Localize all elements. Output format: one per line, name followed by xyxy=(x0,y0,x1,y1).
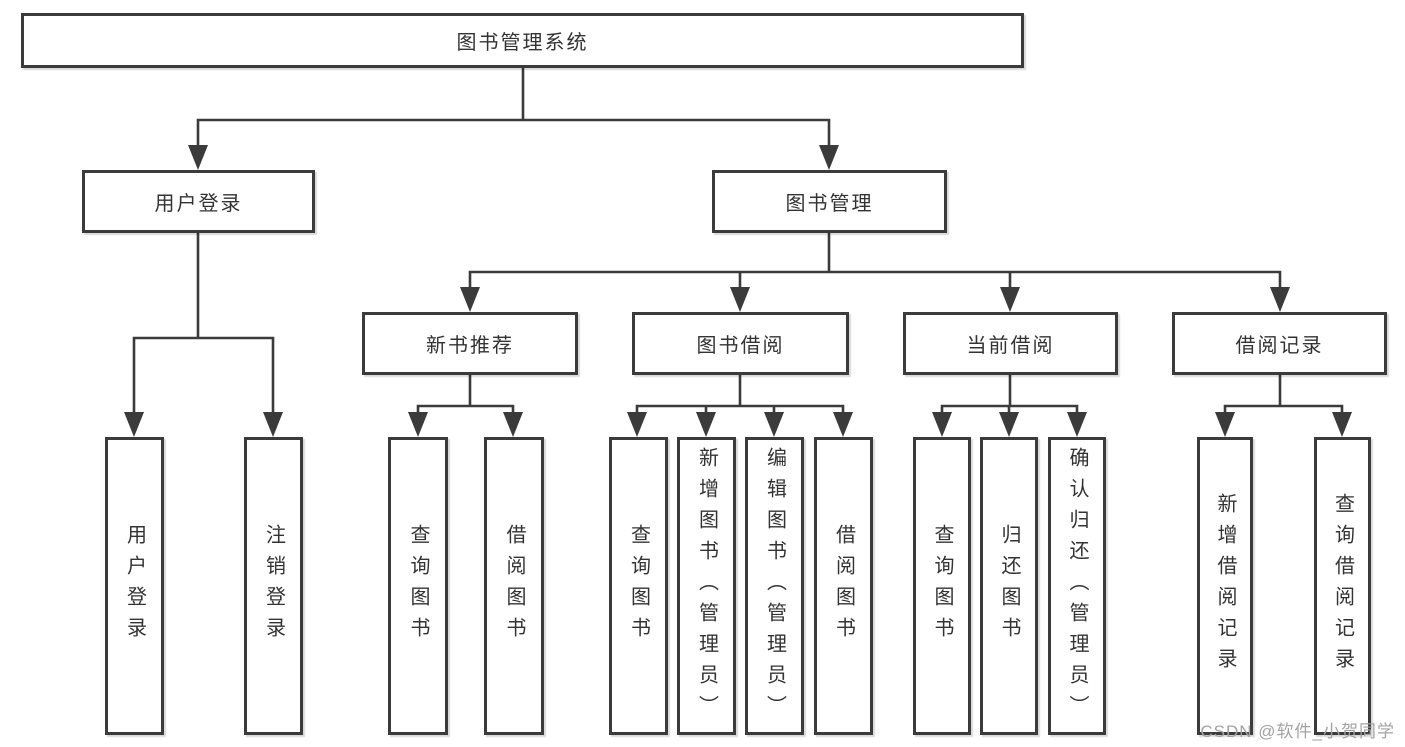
leaf-user-login: 用户登录 xyxy=(105,437,164,735)
connector-book-borrow-children xyxy=(627,375,853,437)
leaf-query-books-2: 查询图书 xyxy=(609,437,668,735)
leaf-query-books-3: 查询图书 xyxy=(913,437,971,735)
leaf-borrow-books-1: 借阅图书 xyxy=(484,437,544,735)
leaf-query-books-1: 查询图书 xyxy=(388,437,448,735)
connector-user-login-children xyxy=(124,233,283,437)
node-current-borrow: 当前借阅 xyxy=(903,312,1118,375)
leaf-confirm-return-admin: 确认归还（管理员） xyxy=(1048,437,1106,735)
leaf-edit-book-admin: 编辑图书（管理员） xyxy=(745,437,804,735)
leaf-add-book-admin: 新增图书（管理员） xyxy=(677,437,736,735)
node-borrow-records: 借阅记录 xyxy=(1172,312,1387,375)
leaf-borrow-books-2: 借阅图书 xyxy=(814,437,873,735)
leaf-return-book: 归还图书 xyxy=(980,437,1038,735)
connector-new-book-children xyxy=(408,375,523,437)
node-book-borrow: 图书借阅 xyxy=(632,312,849,375)
node-user-login: 用户登录 xyxy=(82,170,315,233)
connector-current-borrow-children xyxy=(932,375,1087,437)
connector-book-management-children xyxy=(460,233,1290,312)
connector-root-to-level2 xyxy=(188,68,839,170)
node-library-system: 图书管理系统 xyxy=(21,13,1024,68)
leaf-query-borrow-record: 查询借阅记录 xyxy=(1314,437,1371,735)
leaf-add-borrow-record: 新增借阅记录 xyxy=(1197,437,1253,735)
connector-borrow-records-children xyxy=(1215,375,1352,437)
node-new-book-recommend: 新书推荐 xyxy=(362,312,578,375)
csdn-watermark: CSDN @软件_小贺同学 xyxy=(1200,722,1395,741)
node-book-management: 图书管理 xyxy=(712,170,947,233)
leaf-logout-login: 注销登录 xyxy=(244,437,303,735)
